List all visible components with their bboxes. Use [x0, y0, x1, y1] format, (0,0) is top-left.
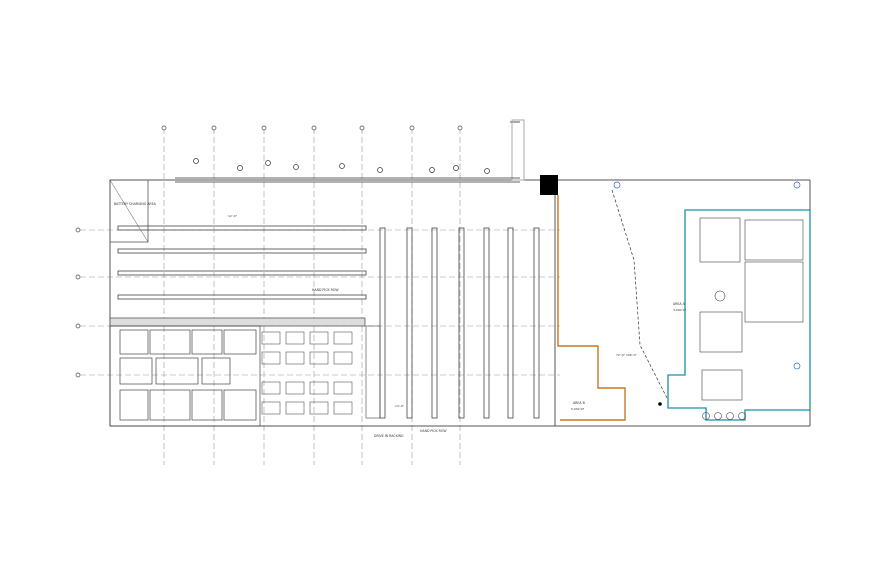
column-marker-icon — [793, 362, 801, 370]
area-a-offices — [699, 217, 804, 420]
drive-in-racking-label: DRIVE IN RACKING — [374, 434, 404, 438]
top-dock-fixtures — [175, 158, 520, 183]
area-b-outline — [557, 195, 626, 421]
area-a-label: AREA A — [673, 302, 686, 306]
column-marker-icon — [613, 181, 621, 189]
dim-bottom: 13'-0" — [395, 404, 405, 408]
column-marker-icons — [613, 181, 801, 370]
dimension-texts: 12'-0" 72'-0" 108'-0" 13'-0" — [228, 214, 638, 408]
hand-pick-row-top-label: HAND PICK ROW — [312, 288, 339, 292]
dim-top: 12'-0" — [228, 214, 238, 218]
area-b-sf: 5,000 SF — [571, 407, 584, 411]
north-door-icon — [658, 402, 662, 406]
hand-pick-row-bottom-label: HAND PICK ROW — [420, 429, 447, 433]
column-grid — [80, 128, 560, 465]
vertical-racks — [379, 227, 540, 419]
office-block — [109, 317, 366, 427]
pallet-rack-rows — [117, 225, 367, 300]
dim-center: 72'-0" 108'-0" — [616, 353, 638, 357]
area-a-sf: 3,000 SF — [673, 308, 686, 312]
battery-area — [109, 179, 149, 243]
drive-in-racking — [365, 325, 381, 419]
training-desks — [261, 331, 353, 415]
dashed-divider — [611, 189, 669, 401]
area-b-label: AREA B — [573, 401, 585, 405]
area-a-outline — [667, 209, 811, 421]
battery-area-label: BATTERY CHARGING AREA — [114, 202, 157, 206]
dock-block-icon — [540, 175, 558, 195]
grid-bubbles — [75, 125, 463, 378]
column-marker-icon — [793, 181, 801, 189]
